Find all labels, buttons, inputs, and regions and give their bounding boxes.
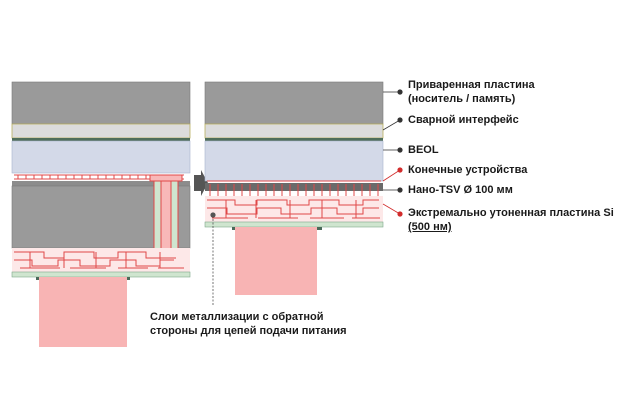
label-nano-tsv: Нано-TSV Ø 100 мм <box>408 184 513 196</box>
left-bond-interface <box>11 123 191 139</box>
left-tsv <box>149 174 183 251</box>
right-nano-tsv-array <box>209 184 379 200</box>
pointer-thinned-wafer <box>382 203 401 215</box>
left-device-stripe <box>12 181 190 186</box>
label-end-devices: Конечные устройства <box>408 164 528 176</box>
pointer-dots <box>210 89 403 218</box>
left-power-pad <box>39 277 127 347</box>
right-arrow-icon <box>194 170 208 196</box>
label-thinned-wafer-line2: (500 нм) <box>408 221 452 233</box>
label-thinned-wafer-line1: Экстремально утоненная пластина Si <box>408 207 614 219</box>
pointer-bond-interface <box>382 119 401 131</box>
left-stack <box>11 81 191 347</box>
right-bonded-wafer <box>204 81 384 125</box>
right-backside-metal <box>204 196 384 230</box>
right-bond-interface <box>204 123 384 139</box>
label-thinned-wafer: Экстремально утоненная пластина Si (500 … <box>408 206 614 234</box>
label-backside-metal-line1: Слои металлизации с обратной <box>150 311 324 323</box>
label-backside-metal-line2: стороны для цепей подачи питания <box>150 325 347 337</box>
pointer-lines <box>212 91 401 305</box>
left-beol <box>11 140 191 174</box>
left-backside-metal <box>11 248 191 280</box>
right-bond-stripe <box>205 138 383 141</box>
label-beol: BEOL <box>408 144 439 156</box>
label-bonded-wafer-line2: (носитель / память) <box>408 93 516 105</box>
label-bonded-wafer-line1: Приваренная пластина <box>408 79 535 91</box>
left-bond-stripe <box>12 138 190 141</box>
right-power-pad <box>235 227 317 295</box>
label-bonded-wafer: Приваренная пластина (носитель / память) <box>408 78 535 106</box>
pointer-end-devices <box>382 169 401 182</box>
left-bonded-wafer <box>11 81 191 125</box>
right-beol <box>204 140 384 182</box>
right-tsv-band <box>205 183 383 191</box>
label-bond-interface: Сварной интерфейс <box>408 114 519 126</box>
right-stack <box>204 81 384 295</box>
label-backside-metal: Слои металлизации с обратной стороны для… <box>150 310 347 338</box>
